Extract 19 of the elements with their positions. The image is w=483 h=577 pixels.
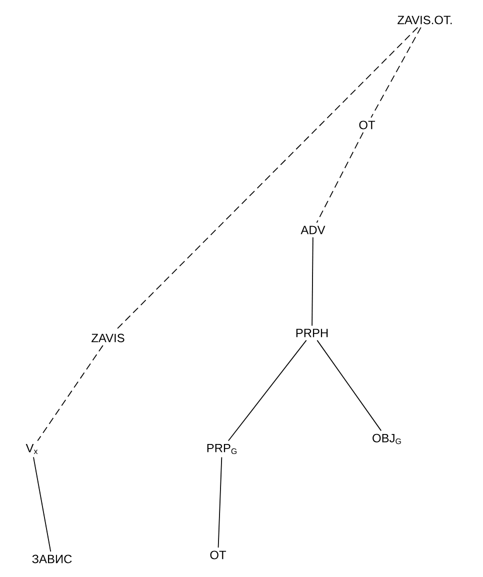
tree-branch: [316, 340, 382, 432]
tree-branch: [228, 340, 307, 442]
tree-label: V$_{x}$: [26, 444, 38, 454]
tree-label: OT: [210, 550, 226, 560]
tree-label: ZAVIS: [92, 334, 124, 342]
tree-branch: [316, 132, 364, 224]
tree-branch: [114, 27, 418, 332]
tree-label: OT: [359, 120, 376, 130]
tree-branch: [37, 344, 104, 442]
tree-label: OBJ$_{G}$: [372, 434, 401, 444]
tree-branch: [33, 456, 52, 552]
tree-label: PRPH: [296, 328, 328, 338]
tree-branch: [370, 27, 422, 118]
tree-label: ZAVIS.OT.: [398, 16, 452, 24]
tree-branch: [218, 456, 222, 548]
tree-label: PRP$_{G}$: [207, 444, 237, 454]
tree-branch: [312, 236, 314, 326]
tree-label: ADV: [300, 226, 326, 234]
tree-label: ЗАВИС: [32, 554, 72, 564]
